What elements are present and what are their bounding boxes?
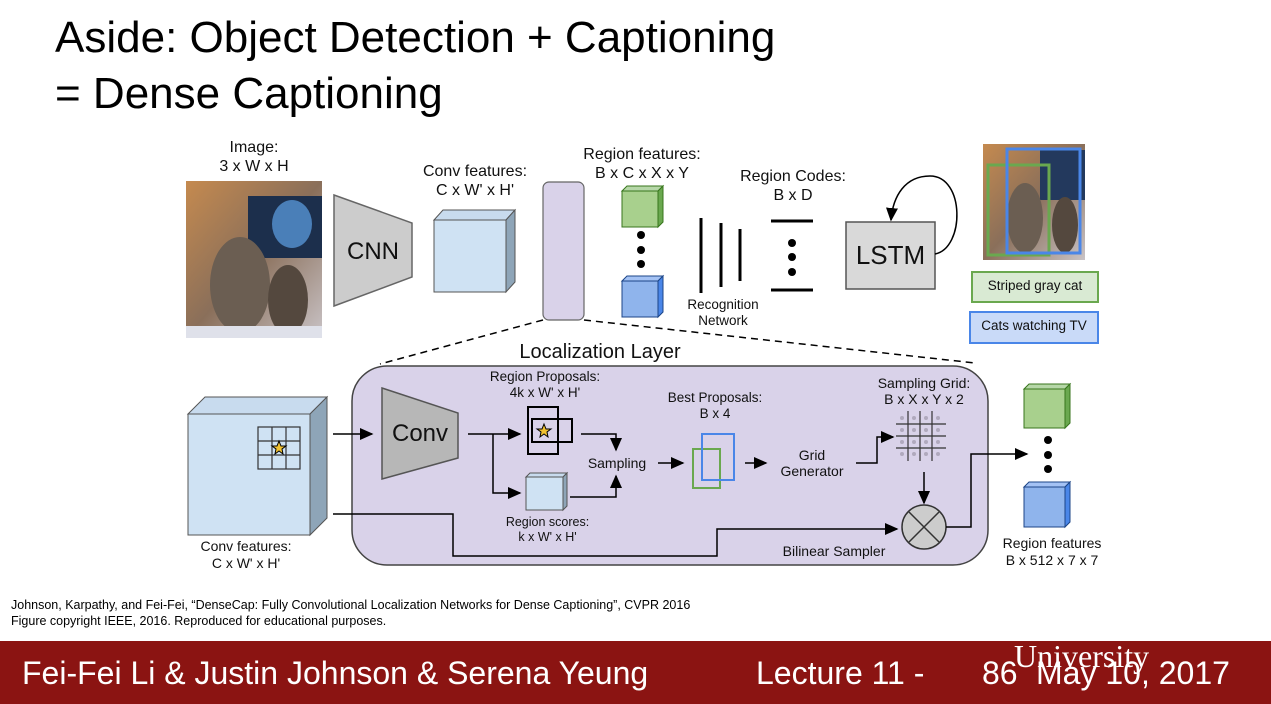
slide-title: Aside: Object Detection + Captioning = D…	[55, 10, 775, 122]
detection-box-blue	[1005, 147, 1082, 255]
bilinear-sampler-label: Bilinear Sampler	[782, 543, 886, 559]
loc-conv-features-label-text: Conv features:	[200, 538, 292, 554]
sampling-grid-label: Sampling Grid: B x X x Y x 2	[862, 375, 986, 407]
zoom-line-right	[583, 319, 976, 364]
conv-features-cube	[432, 208, 517, 294]
output-cube-blue	[1022, 480, 1072, 529]
arrow-proposals-to-sampling	[581, 433, 622, 452]
recognition-network-icon	[699, 218, 742, 293]
citation-line-1: Johnson, Karpathy, and Fei-Fei, “DenseCa…	[11, 598, 691, 612]
region-feature-cube-blue	[620, 274, 665, 319]
region-codes-label-text: Region Codes:	[740, 168, 846, 185]
localization-layer-panel	[351, 365, 989, 566]
region-codes-dims-text: B x D	[773, 187, 813, 204]
recognition-network-label: Recognition Network	[668, 297, 778, 329]
region-feature-cube-green	[620, 184, 665, 229]
region-features-dims-text: B x C x X x Y	[595, 165, 689, 182]
region-proposals-icon	[527, 406, 573, 455]
localization-layer-block	[542, 181, 585, 321]
region-codes-icon	[771, 219, 813, 292]
arrow-scores-to-sampling	[570, 474, 622, 498]
sampling-grid-icon	[896, 411, 946, 461]
arrow-sampler-to-output	[946, 448, 1029, 528]
image-label-text: Image:	[229, 139, 279, 156]
region-scores-label-text: Region scores:	[505, 515, 590, 529]
lstm-recurrent-arrow	[886, 175, 958, 255]
cnn-label: CNN	[347, 238, 399, 265]
cnn-block	[333, 193, 413, 308]
arrow-conv-to-scores	[492, 434, 522, 499]
conv-features-label: Conv features: C x W' x H'	[405, 162, 545, 200]
sampling-grid-dims-text: B x X x Y x 2	[884, 391, 964, 407]
best-proposal-box-blue	[701, 433, 735, 481]
output-region-features-dims-text: B x 512 x 7 x 7	[1005, 552, 1099, 568]
bilinear-sampler-icon	[901, 504, 947, 550]
caption-striped-gray-cat: Striped gray cat	[971, 271, 1099, 303]
anchor-star-icon	[270, 439, 288, 456]
footer-date: May 10, 2017	[1036, 655, 1230, 691]
proposal-star-icon	[535, 422, 553, 439]
sampling-label: Sampling	[587, 455, 647, 471]
image-label: Image: 3 x W x H	[186, 138, 322, 176]
region-features-label-text: Region features:	[583, 146, 701, 163]
citation-line-2: Figure copyright IEEE, 2016. Reproduced …	[11, 614, 387, 628]
conv-features-dims-text: C x W' x H'	[435, 182, 515, 199]
best-proposal-box-green	[692, 448, 721, 489]
zoom-line-left	[379, 319, 544, 365]
sampling-grid-label-text: Sampling Grid:	[877, 375, 971, 391]
footer-bar	[0, 641, 1271, 704]
localization-layer-title: Localization Layer	[519, 341, 681, 363]
region-scores-label: Region scores: k x W' x H'	[490, 515, 605, 545]
image-dims-text: 3 x W x H	[219, 158, 289, 175]
best-proposals-dims-text: B x 4	[699, 406, 731, 421]
caption-cats-watching-tv: Cats watching TV	[969, 311, 1099, 344]
best-proposals-label-text: Best Proposals:	[667, 390, 763, 405]
input-image	[186, 181, 322, 338]
loc-conv-label: Conv	[391, 420, 449, 447]
region-proposals-label: Region Proposals: 4k x W' x H'	[475, 369, 615, 401]
loc-conv-features-dims-text: C x W' x H'	[211, 555, 281, 571]
output-ellipsis-icon	[1044, 436, 1052, 473]
footer-authors: Fei-Fei Li & Justin Johnson & Serena Yeu…	[22, 655, 649, 691]
lstm-block	[845, 221, 936, 290]
output-image	[983, 144, 1085, 260]
loc-conv-features-label: Conv features: C x W' x H'	[176, 538, 316, 572]
footer-page-number: 86	[982, 655, 1018, 691]
recognition-label-2: Network	[698, 313, 748, 328]
anchor-grid-icon	[257, 426, 301, 470]
conv-features-label-text: Conv features:	[422, 163, 528, 180]
lstm-label: LSTM	[855, 240, 926, 270]
citation: Johnson, Karpathy, and Fei-Fei, “DenseCa…	[11, 597, 690, 629]
loc-conv-block	[381, 386, 459, 480]
region-features-ellipsis-icon	[637, 231, 645, 268]
arrow-features-to-sampler	[333, 513, 899, 557]
output-cube-green	[1022, 382, 1072, 430]
recognition-label-1: Recognition	[687, 297, 759, 312]
region-scores-dims-text: k x W' x H'	[518, 530, 577, 544]
region-scores-cube	[524, 471, 569, 512]
output-region-features-label-text: Region features	[1002, 535, 1102, 551]
loc-conv-features-cube	[186, 395, 329, 537]
output-region-features-label: Region features B x 512 x 7 x 7	[990, 535, 1114, 569]
region-proposals-label-text: Region Proposals:	[489, 369, 601, 384]
grid-generator-label-2: Generator	[780, 463, 844, 479]
best-proposals-label: Best Proposals: B x 4	[650, 390, 780, 422]
detection-box-green	[986, 163, 1051, 257]
grid-generator-label-1: Grid	[798, 447, 826, 463]
grid-generator-label: Grid Generator	[768, 447, 856, 479]
region-proposals-dims-text: 4k x W' x H'	[509, 385, 581, 400]
arrow-grid-gen-to-sampling-grid	[856, 431, 895, 464]
footer-lecture: Lecture 11 -	[756, 655, 925, 691]
region-codes-label: Region Codes: B x D	[723, 167, 863, 205]
region-features-label: Region features: B x C x X x Y	[567, 145, 717, 183]
title-line-2: = Dense Captioning	[55, 69, 443, 118]
footer-watermark: University	[1014, 638, 1150, 674]
title-line-1: Aside: Object Detection + Captioning	[55, 13, 776, 62]
